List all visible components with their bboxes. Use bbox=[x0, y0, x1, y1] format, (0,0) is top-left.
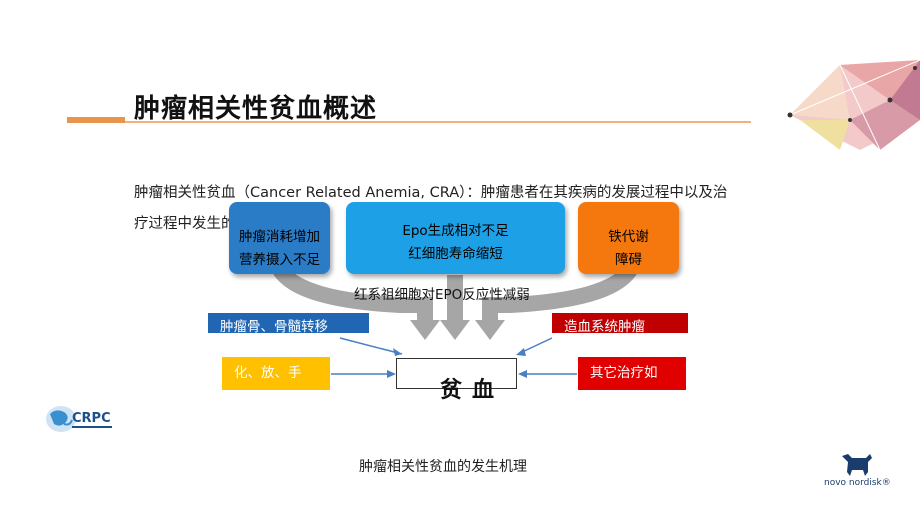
arrows-diagram bbox=[273, 265, 637, 378]
page-title: 肿瘤相关性贫血概述 bbox=[134, 94, 378, 124]
box-iron-line2: 障碍 bbox=[615, 252, 642, 268]
box-epo-line2: 红细胞寿命缩短 bbox=[408, 246, 503, 262]
geometric-decoration bbox=[787, 60, 920, 150]
novo-nordisk-logo-text: novo nordisk® bbox=[824, 478, 891, 488]
crpc-logo-underline bbox=[72, 426, 112, 428]
crpc-logo-text: CRPC bbox=[72, 411, 111, 426]
box-iron: 铁代谢 障碍 bbox=[578, 202, 679, 274]
box-nutrition: 肿瘤消耗增加 营养摄入不足 bbox=[229, 202, 330, 274]
middle-label: 红系祖细胞对EPO反应性减弱 bbox=[354, 287, 530, 303]
figure-caption: 肿瘤相关性贫血的发生机理 bbox=[359, 459, 527, 475]
anemia-label: 贫血 bbox=[440, 378, 505, 403]
box-bone-metastasis: 肿瘤骨、骨髓转移 bbox=[208, 313, 369, 333]
box-iron-line1: 铁代谢 bbox=[608, 229, 649, 245]
box-epo: Epo生成相对不足 红细胞寿命缩短 bbox=[346, 202, 565, 274]
novo-nordisk-bull-icon bbox=[842, 454, 872, 476]
box-nutrition-line2: 营养摄入不足 bbox=[239, 252, 320, 268]
box-hematologic-tumor: 造血系统肿瘤 bbox=[552, 313, 688, 333]
title-underline bbox=[67, 121, 751, 123]
title-accent-bar bbox=[67, 117, 125, 123]
box-chemo-radio: 化、放、手 bbox=[222, 357, 330, 390]
anemia-box bbox=[396, 358, 517, 389]
crpc-globe-icon bbox=[46, 406, 76, 432]
box-nutrition-line1: 肿瘤消耗增加 bbox=[239, 229, 320, 245]
box-other-treatment: 其它治疗如 bbox=[578, 357, 686, 390]
box-epo-line1: Epo生成相对不足 bbox=[402, 223, 509, 239]
